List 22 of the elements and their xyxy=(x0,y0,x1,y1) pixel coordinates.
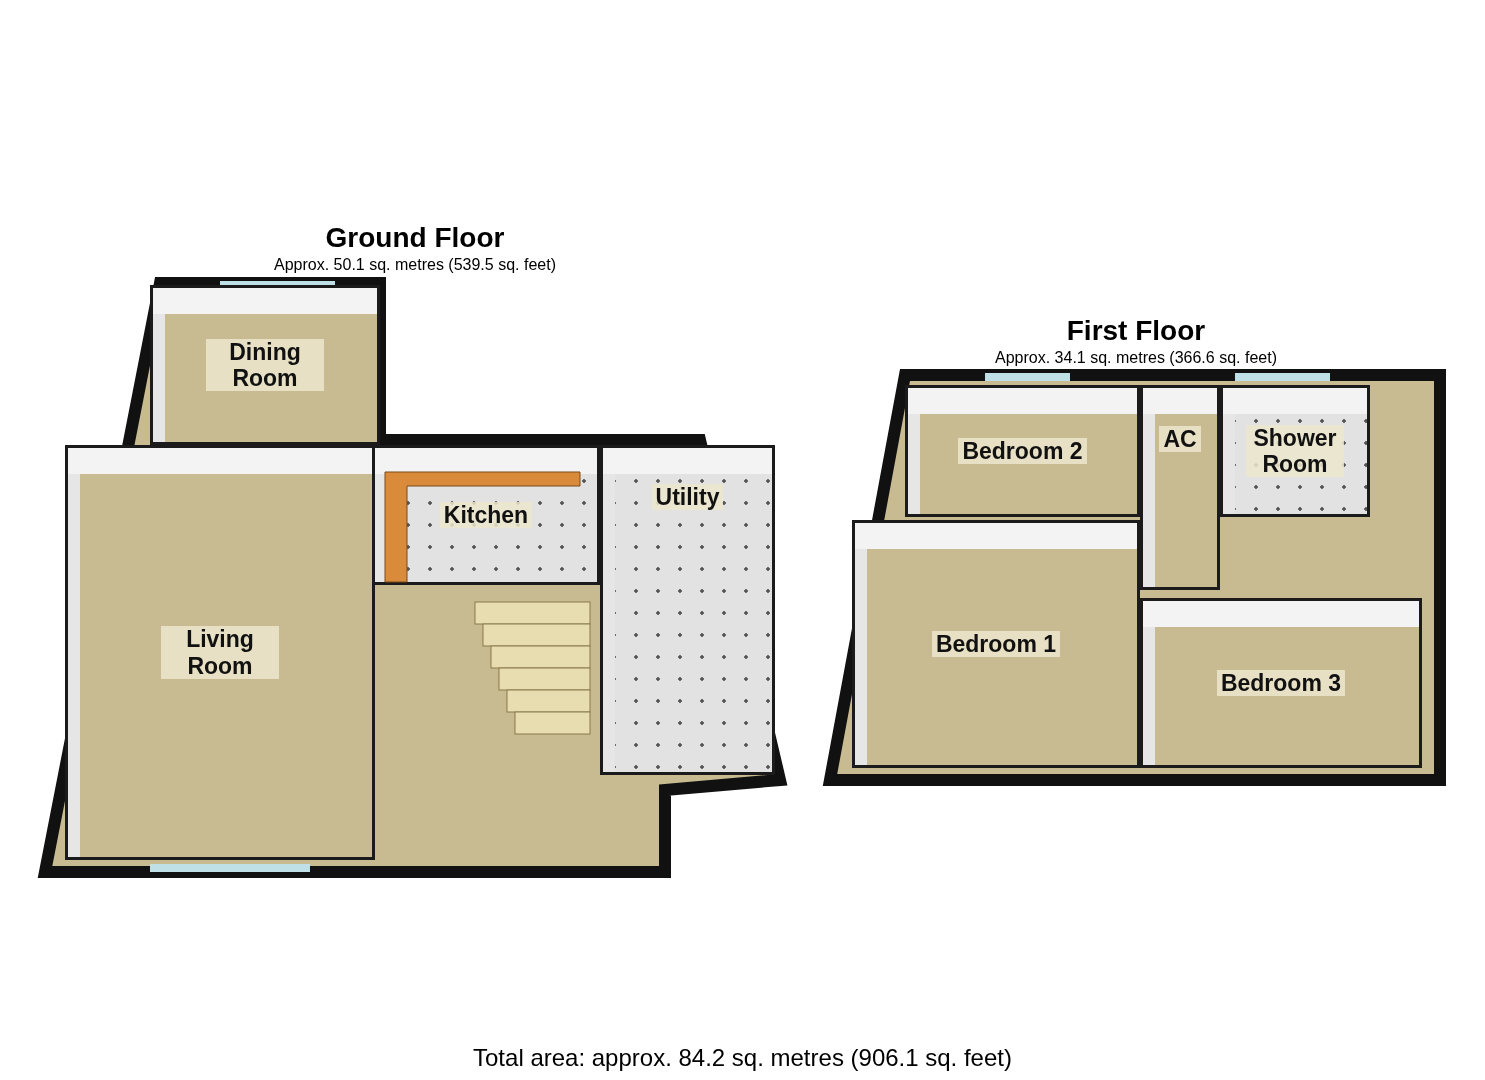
room-label: AC xyxy=(1159,426,1201,453)
room xyxy=(905,385,1140,517)
room-label: Kitchen xyxy=(439,501,533,529)
floor-heading: Ground Floor xyxy=(324,222,506,254)
room xyxy=(1220,385,1370,517)
room-label: Living Room xyxy=(161,626,279,679)
floor-heading: First Floor xyxy=(1065,315,1207,347)
room-label: Bedroom 1 xyxy=(931,630,1061,658)
room xyxy=(1140,598,1422,768)
room-label: Bedroom 3 xyxy=(1216,669,1346,697)
room xyxy=(852,520,1140,768)
total-area-caption: Total area: approx. 84.2 sq. metres (906.1 sq. feet) xyxy=(472,1044,1013,1072)
room xyxy=(600,445,775,775)
floor-area-note: Approx. 34.1 sq. metres (366.6 sq. feet) xyxy=(994,349,1278,367)
room-label: Utility xyxy=(651,484,724,511)
floor-area-note: Approx. 50.1 sq. metres (539.5 sq. feet) xyxy=(273,256,557,274)
room xyxy=(150,285,380,445)
room xyxy=(1140,385,1220,590)
room-label: Bedroom 2 xyxy=(958,437,1087,465)
room-label: Shower Room xyxy=(1246,424,1344,478)
room xyxy=(65,445,375,860)
room-label: Dining Room xyxy=(206,338,324,392)
